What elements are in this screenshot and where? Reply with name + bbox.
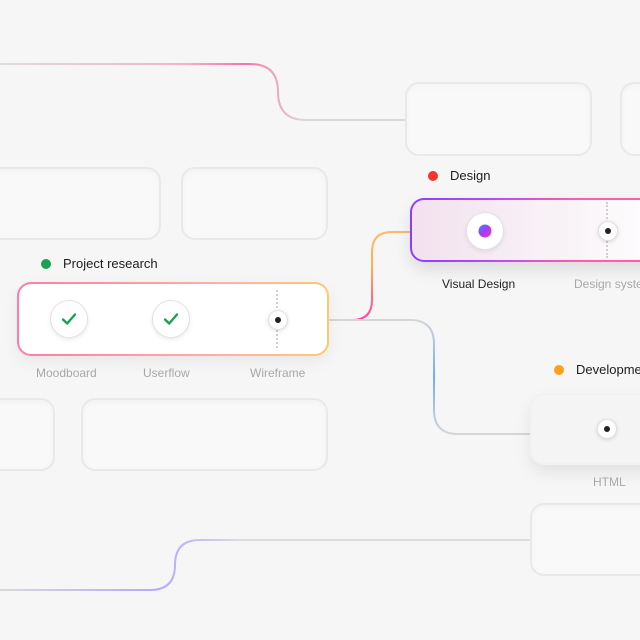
design-label: Design xyxy=(428,168,490,183)
moodboard-caption: Moodboard xyxy=(36,366,97,380)
check-icon xyxy=(61,313,77,325)
connector-top xyxy=(0,63,406,121)
html-caption: HTML xyxy=(593,475,626,489)
check-icon xyxy=(163,313,179,325)
wireframe-caption: Wireframe xyxy=(250,366,306,380)
userflow-caption: Userflow xyxy=(143,366,190,380)
placeholder-card xyxy=(0,167,161,240)
project-research-card[interactable] xyxy=(17,282,329,356)
design-card[interactable] xyxy=(410,198,640,262)
dot-icon xyxy=(604,426,610,432)
html-step[interactable] xyxy=(597,419,617,439)
connector-bottom xyxy=(0,539,532,591)
gradient-dot-icon xyxy=(478,224,492,238)
placeholder-card xyxy=(181,167,328,240)
placeholder-card xyxy=(0,398,55,471)
connector-research-development xyxy=(328,319,532,435)
development-title: Developmer xyxy=(576,362,640,377)
development-label: Developmer xyxy=(554,362,640,377)
status-dot-orange xyxy=(554,364,564,375)
connector-research-design xyxy=(328,231,412,321)
wireframe-step[interactable] xyxy=(268,310,288,330)
status-dot-red xyxy=(428,170,438,181)
status-dot-green xyxy=(41,258,51,269)
visual-design-caption: Visual Design xyxy=(442,277,516,291)
placeholder-card xyxy=(405,82,592,156)
project-research-title: Project research xyxy=(63,256,158,271)
placeholder-card xyxy=(620,82,640,156)
dot-icon xyxy=(275,317,281,323)
dot-icon xyxy=(605,228,611,234)
placeholder-card xyxy=(81,398,328,471)
userflow-step[interactable] xyxy=(152,300,190,338)
design-title: Design xyxy=(450,168,491,183)
moodboard-step[interactable] xyxy=(50,300,88,338)
visual-design-step[interactable] xyxy=(466,212,504,250)
development-card[interactable] xyxy=(530,393,640,465)
project-research-label: Project research xyxy=(41,256,158,271)
design-system-step[interactable] xyxy=(598,221,618,241)
placeholder-card xyxy=(530,503,640,576)
design-system-caption: Design syste xyxy=(574,277,640,291)
